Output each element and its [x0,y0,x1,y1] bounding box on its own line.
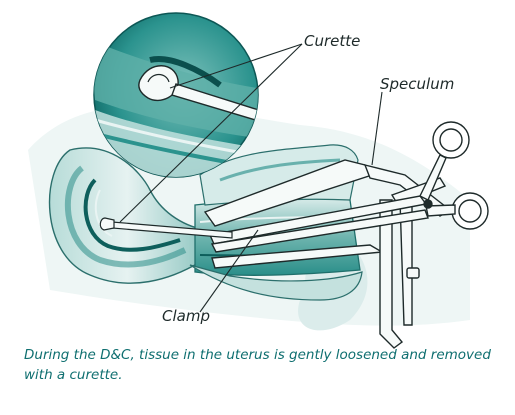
clamp-label: Clamp [162,309,210,324]
speculum-label: Speculum [380,77,454,92]
figure-caption: During the D&C, tissue in the uterus is … [24,345,512,385]
curette-label: Curette [304,34,360,49]
